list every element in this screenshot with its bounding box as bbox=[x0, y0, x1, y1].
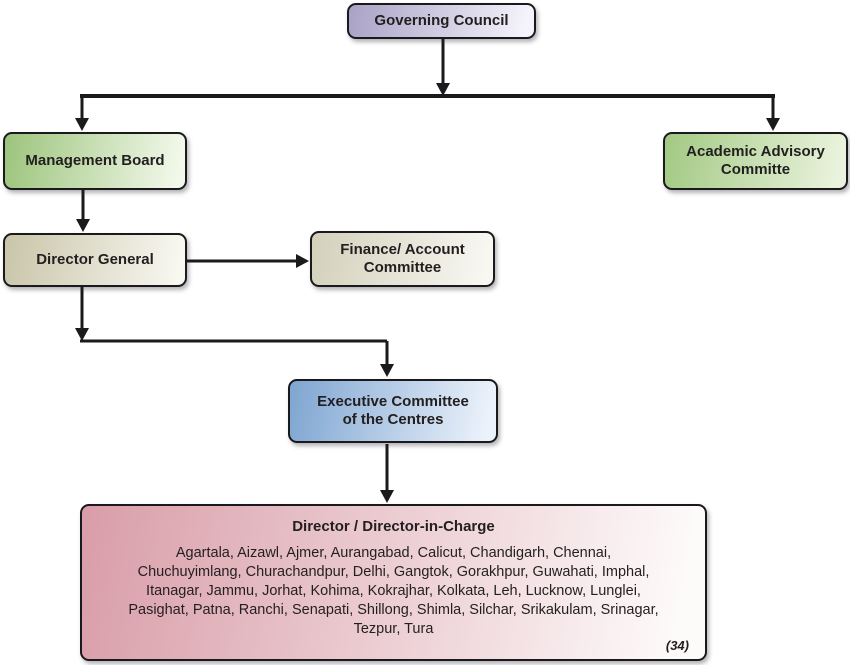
arrow-down-icon bbox=[766, 118, 780, 131]
node-management-board: Management Board bbox=[3, 132, 187, 190]
arrow-down-icon bbox=[75, 328, 89, 341]
arrow-right-icon bbox=[296, 254, 309, 268]
node-label: Director General bbox=[36, 250, 154, 268]
node-label-line1: Finance/ Account bbox=[340, 240, 465, 258]
directors-title: Director / Director-in-Charge bbox=[292, 518, 495, 535]
centre-city-line: Agartala, Aizawl, Ajmer, Aurangabad, Cal… bbox=[175, 545, 612, 562]
node-governing-council: Governing Council bbox=[347, 3, 536, 39]
node-label: Management Board bbox=[25, 151, 165, 169]
node-label-line2: Committe bbox=[720, 161, 791, 178]
arrow-down-icon bbox=[380, 490, 394, 503]
centre-city-line: Pasighat, Patna, Ranchi, Senapati, Shill… bbox=[128, 602, 659, 619]
node-label-line2: of the Centres bbox=[342, 411, 444, 428]
arrow-down-icon bbox=[380, 364, 394, 377]
node-label-line1: Academic Advisory bbox=[686, 142, 825, 160]
node-executive-committee: Executive Committee of the Centres bbox=[288, 379, 498, 443]
arrow-down-icon bbox=[436, 83, 450, 96]
centre-city-line: Tezpur, Tura bbox=[353, 621, 434, 638]
node-finance-account-committee: Finance/ Account Committee bbox=[310, 231, 495, 287]
centre-city-line: Itanagar, Jammu, Jorhat, Kohima, Kokrajh… bbox=[146, 583, 641, 600]
arrow-down-icon bbox=[76, 219, 90, 232]
node-label-line2: Committee bbox=[363, 259, 442, 276]
node-director-in-charge: Director / Director-in-Charge Agartala, … bbox=[80, 504, 707, 661]
node-academic-advisory-committee: Academic Advisory Committe bbox=[663, 132, 848, 190]
node-director-general: Director General bbox=[3, 233, 187, 287]
centre-city-list: Agartala, Aizawl, Ajmer, Aurangabad, Cal… bbox=[128, 544, 658, 639]
node-label: Governing Council bbox=[374, 11, 509, 29]
centre-count-badge: (34) bbox=[665, 638, 689, 654]
node-label-line1: Executive Committee bbox=[317, 392, 469, 410]
centre-city-line: Chuchuyimlang, Churachandpur, Delhi, Gan… bbox=[137, 564, 650, 581]
arrow-down-icon bbox=[75, 118, 89, 131]
